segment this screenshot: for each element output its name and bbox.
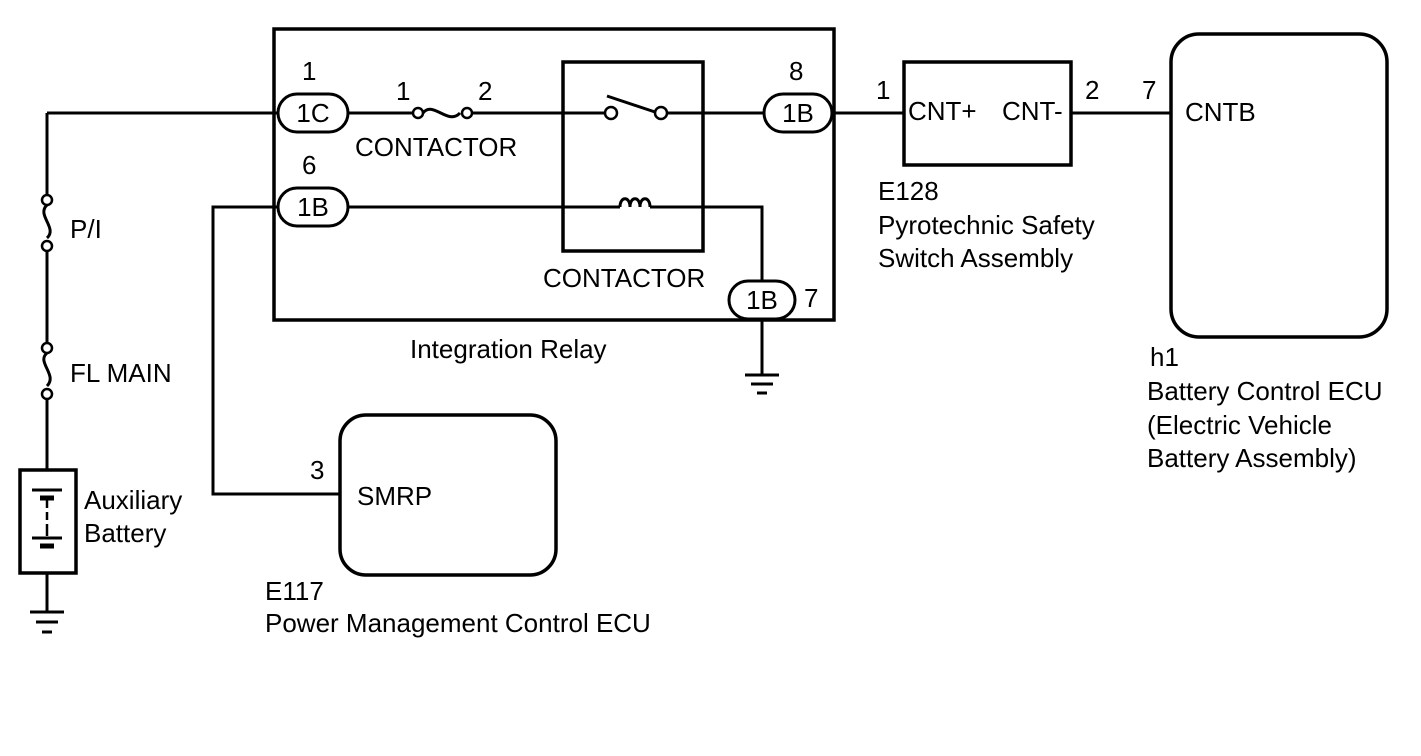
fuse-fl-main-icon — [40, 341, 54, 401]
contactor-fuse-label: CONTACTOR — [355, 132, 517, 162]
integration-relay-label: Integration Relay — [410, 334, 607, 364]
contactor-fuse-pin-left: 1 — [396, 76, 410, 106]
pyrotechnic-switch-terminal-minus: CNT- — [1002, 96, 1063, 126]
contactor-box — [561, 60, 705, 253]
relay-coil-icon — [618, 197, 652, 208]
pyrotechnic-switch-name-line1: Pyrotechnic Safety — [878, 210, 1095, 240]
power-management-ecu: SMRP 3 E117 Power Management Control ECU — [265, 413, 651, 638]
pyrotechnic-switch: CNT+ CNT- 1 2 E128 Pyrotechnic Safety Sw… — [876, 60, 1099, 273]
pyrotechnic-switch-terminal-plus: CNT+ — [908, 96, 977, 126]
ground-icon-relay — [745, 373, 779, 395]
pyrotechnic-switch-name-line2: Switch Assembly — [878, 243, 1073, 273]
connector-1c: 1C — [276, 92, 350, 134]
battery-label-line1: Auxiliary — [84, 485, 182, 515]
battery-control-ecu-code: h1 — [1150, 342, 1179, 372]
battery-icon — [18, 468, 78, 575]
power-management-ecu-code: E117 — [265, 576, 324, 606]
battery-control-ecu-pin: 7 — [1142, 75, 1156, 105]
connector-1c-pin: 1 — [302, 56, 316, 86]
pyrotechnic-switch-pin-minus: 2 — [1085, 75, 1099, 105]
power-management-ecu-pin: 3 — [310, 455, 324, 485]
pyrotechnic-switch-pin-plus: 1 — [876, 75, 890, 105]
power-management-ecu-terminal: SMRP — [357, 481, 432, 511]
contactor-box-label: CONTACTOR — [543, 263, 705, 293]
connector-1b-pin8: 1B — [762, 92, 834, 134]
wire-1b6-to-smrp — [211, 205, 340, 496]
connector-1b-pin7-pin: 7 — [804, 283, 818, 313]
contactor-fuse-pin-right: 2 — [478, 76, 492, 106]
power-management-ecu-name: Power Management Control ECU — [265, 608, 651, 638]
fuse-fl-main-label: FL MAIN — [70, 358, 172, 388]
pyrotechnic-switch-code: E128 — [878, 176, 939, 206]
connector-1b-pin6-id: 1B — [297, 192, 329, 222]
integration-relay-box — [272, 27, 836, 322]
supply-line: P/I FL MAIN Auxiliary Battery — [18, 111, 278, 634]
battery-control-ecu-name-line1: Battery Control ECU — [1147, 376, 1383, 406]
connector-1b-pin6: 1B — [276, 186, 350, 228]
ground-icon-battery — [30, 610, 64, 634]
integration-relay: Integration Relay CONTACTOR 1 2 CONTACTO… — [272, 27, 836, 395]
connector-1b-pin6-pin: 6 — [302, 150, 316, 180]
contactor-fuse-icon — [411, 106, 474, 120]
battery-control-ecu-terminal: CNTB — [1185, 97, 1256, 127]
wire-coil-to-1b7 — [650, 205, 764, 283]
battery-control-ecu-name-line2: (Electric Vehicle — [1147, 410, 1332, 440]
relay-switch-icon — [603, 94, 669, 121]
battery-control-ecu-name-line3: Battery Assembly) — [1147, 443, 1357, 473]
connector-1b-pin7: 1B — [727, 279, 797, 321]
connector-1b-pin7-id: 1B — [746, 285, 778, 315]
power-management-ecu-box — [338, 413, 558, 577]
connector-1b-pin8-pin: 8 — [789, 56, 803, 86]
fuse-pi-label: P/I — [70, 214, 102, 244]
connector-1b-pin8-id: 1B — [782, 98, 814, 128]
battery-control-ecu: CNTB 7 h1 Battery Control ECU (Electric … — [1142, 32, 1389, 473]
fuse-pi-icon — [40, 193, 54, 253]
battery-control-ecu-box — [1169, 32, 1389, 339]
connector-1c-id: 1C — [296, 98, 329, 128]
battery-label-line2: Battery — [84, 518, 166, 548]
